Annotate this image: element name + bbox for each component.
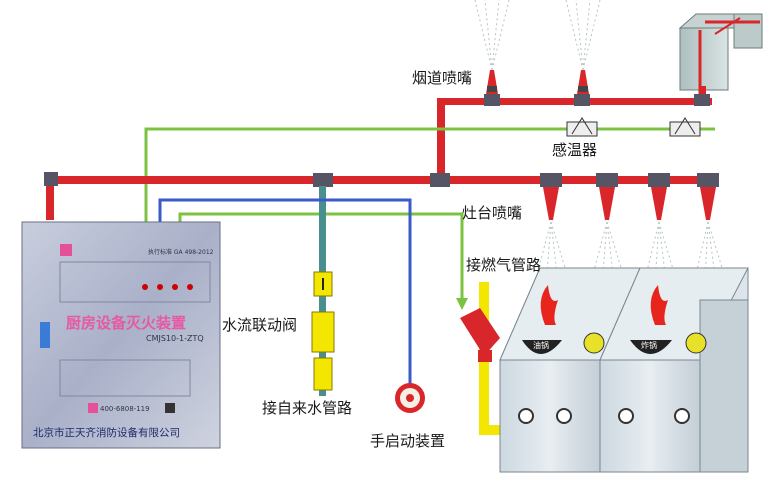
- manual-start-line: [158, 198, 425, 413]
- cabinet-phone: 400-6808-119: [100, 405, 150, 413]
- cabinet-company: 北京市正天齐消防设备有限公司: [33, 427, 180, 439]
- control-cabinet: [21, 221, 221, 449]
- pot-label-right: 炸锅: [641, 341, 657, 350]
- label-water-valve: 水流联动阀: [222, 316, 298, 334]
- water-valve-assembly: [311, 186, 335, 396]
- temp-sensors: [566, 117, 701, 137]
- label-smoke-nozzle: 烟道喷嘴: [412, 69, 473, 87]
- agent-pipe-main: [44, 172, 719, 220]
- cabinet-title: 厨房设备灭火装置: [66, 314, 187, 332]
- smoke-nozzle-sprays: [474, 0, 601, 71]
- label-manual-device: 手启动装置: [370, 432, 446, 450]
- cabinet-standard: 执行标准 GA 498-2012: [148, 249, 214, 256]
- green-arrow: [456, 298, 468, 310]
- flue-duct: [678, 13, 763, 100]
- agent-pipe-top: [437, 70, 712, 178]
- label-gas-pipe: 接燃气管路: [466, 256, 542, 274]
- pot-label-left: 油锅: [533, 341, 549, 350]
- stove-unit: [499, 267, 749, 473]
- cabinet-model: CMJS10-1-ZTQ: [146, 334, 204, 343]
- label-stove-nozzle: 灶台喷嘴: [462, 204, 523, 222]
- label-water-pipe: 接自来水管路: [262, 399, 353, 417]
- label-temp-sensor: 感温器: [552, 141, 598, 159]
